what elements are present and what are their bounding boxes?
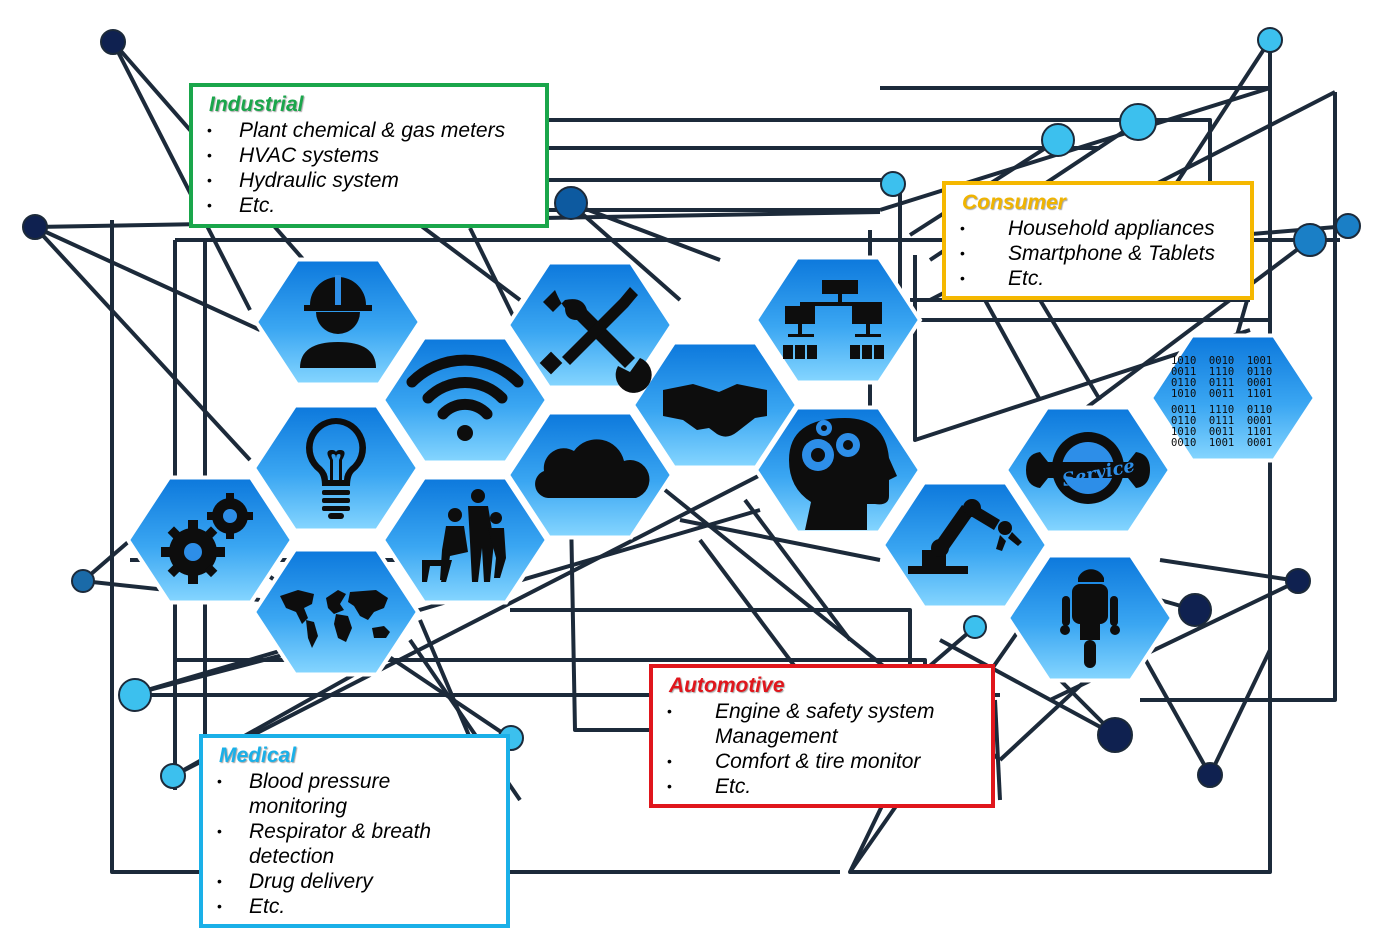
medical-list: Blood pressure monitoring Respirator & b… (215, 769, 494, 919)
list-item: Engine & safety system Management (665, 699, 979, 749)
list-item: Hydraulic system (205, 168, 533, 193)
network-line (418, 619, 472, 739)
network-line (1159, 558, 1299, 583)
list-item: Blood pressure monitoring (215, 769, 494, 819)
network-line (983, 299, 1042, 401)
list-item: Etc. (958, 266, 1238, 291)
binary-line: 0010 1001 0001 (1171, 437, 1272, 449)
network-line (1038, 298, 1102, 402)
network-node (1178, 593, 1212, 627)
network-line (33, 225, 252, 462)
network-node (880, 171, 906, 197)
network-nodes (22, 27, 1361, 789)
list-item: Etc. (665, 774, 979, 799)
network-node (160, 763, 186, 789)
list-item: Plant chemical & gas meters (205, 118, 533, 143)
robot-arm-icon (908, 499, 1022, 574)
network-node (1119, 103, 1157, 141)
list-item: Etc. (215, 894, 494, 919)
network-line (34, 225, 261, 332)
binary-line: 1010 0011 1101 (1171, 388, 1272, 400)
network-line (993, 699, 1002, 801)
brain-gears-icon (789, 418, 897, 530)
network-line (679, 518, 881, 562)
network-line (569, 201, 721, 262)
org-chart-icon (783, 280, 884, 359)
hexagon-tile (880, 480, 1050, 610)
worker-helmet-icon (300, 275, 376, 368)
consumer-list: Household appliances Smartphone & Tablet… (958, 216, 1238, 291)
automotive-list: Engine & safety system Management Comfor… (665, 699, 979, 799)
world-map-icon (280, 590, 390, 648)
network-node (554, 186, 588, 220)
automotive-box: Automotive Engine & safety system Manage… (649, 664, 995, 808)
tools-icon (539, 287, 652, 393)
network-node (22, 214, 48, 240)
binary-code-icon: 1010 0010 1001 0011 1110 0110 0110 0111 … (1171, 355, 1272, 449)
network-node (1285, 568, 1311, 594)
network-line (568, 201, 682, 302)
hexagon-tile (251, 403, 421, 533)
network-node (1257, 27, 1283, 53)
consumer-title: Consumer (962, 191, 1066, 214)
automotive-title: Automotive (669, 674, 785, 697)
binary-line: 0110 0111 0001 (1171, 415, 1272, 427)
network-line (1208, 649, 1272, 776)
industrial-list: Plant chemical & gas meters HVAC systems… (205, 118, 533, 218)
network-line (568, 459, 650, 732)
industrial-title: Industrial (209, 93, 304, 116)
network-node (1041, 123, 1075, 157)
list-item: Household appliances (958, 216, 1238, 241)
network-line (1068, 238, 1312, 422)
consumer-box: Consumer Household appliances Smartphone… (942, 181, 1254, 300)
network-line (1140, 92, 1337, 702)
network-line (111, 41, 252, 311)
hexagon-tile (1148, 333, 1318, 463)
people-meeting-icon (422, 489, 506, 582)
network-node (71, 569, 95, 593)
robot-icon (1060, 569, 1120, 668)
network-line (172, 468, 771, 778)
medical-title: Medical (219, 744, 297, 767)
medical-box: Medical Blood pressure monitoring Respir… (199, 734, 510, 928)
list-item: HVAC systems (205, 143, 533, 168)
wifi-icon (406, 354, 524, 441)
handshake-icon (663, 384, 767, 437)
list-item: Respirator & breath detection (215, 819, 494, 869)
gears-icon (161, 493, 253, 584)
network-node (1335, 213, 1361, 239)
list-item: Comfort & tire monitor (665, 749, 979, 774)
network-line (468, 227, 522, 331)
industrial-box: Industrial Plant chemical & gas meters H… (189, 83, 549, 228)
list-item: Etc. (205, 193, 533, 218)
network-line (1138, 649, 1212, 776)
binary-line: 0011 1110 0110 (1171, 366, 1272, 378)
network-node (963, 615, 987, 639)
network-node (100, 29, 126, 55)
network-node (1097, 717, 1133, 753)
network-line (939, 638, 1116, 737)
network-line (510, 608, 912, 680)
network-line (418, 223, 522, 302)
cloud-icon (535, 439, 650, 498)
network-node (1197, 762, 1223, 788)
binary-line: 1010 0010 1001 (1171, 355, 1272, 367)
binary-line: 0110 0111 0001 (1171, 377, 1272, 389)
binary-line: 0011 1110 0110 (1171, 404, 1272, 416)
hexagon-tile (753, 255, 923, 385)
icons: 1010 0010 1001 0011 1110 0110 0110 0111 … (161, 275, 1272, 668)
network-line (110, 220, 840, 874)
network-line (743, 498, 852, 642)
list-item: Smartphone & Tablets (958, 241, 1238, 266)
lightbulb-icon (305, 418, 367, 519)
network-node (118, 678, 152, 712)
list-item: Drug delivery (215, 869, 494, 894)
binary-line: 1010 0011 1101 (1171, 426, 1272, 438)
network-node (1293, 223, 1327, 257)
